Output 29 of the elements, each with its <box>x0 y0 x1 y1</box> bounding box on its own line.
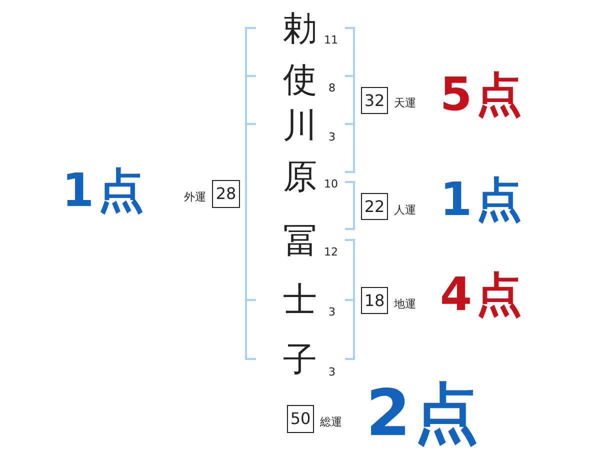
number-box: 50 <box>287 405 314 433</box>
stroke-count: 12 <box>324 246 338 258</box>
name-character: 使 <box>283 63 317 97</box>
fortune-label: 地運 <box>394 298 416 310</box>
name-character: 子 <box>283 343 317 377</box>
score-text: 5点 <box>440 71 526 117</box>
score-text: 1点 <box>62 167 148 213</box>
stroke-count: 3 <box>328 366 336 378</box>
fortune-label: 総運 <box>320 416 342 428</box>
name-character: 勅 <box>283 12 317 46</box>
fortune-label: 人運 <box>394 204 416 216</box>
number-box: 18 <box>361 287 388 314</box>
score-text: 4点 <box>440 271 526 317</box>
number-box: 28 <box>212 180 240 208</box>
number-box: 32 <box>361 87 388 114</box>
fortune-label: 天運 <box>394 98 416 108</box>
number-box: 22 <box>361 193 388 220</box>
stroke-count: 3 <box>328 132 336 142</box>
name-character: 冨 <box>283 224 317 258</box>
stroke-count: 8 <box>328 82 336 94</box>
stroke-count: 3 <box>328 306 336 318</box>
name-character: 原 <box>283 160 317 194</box>
stroke-count: 11 <box>324 34 338 46</box>
name-character: 士 <box>283 283 317 317</box>
stroke-count: 10 <box>324 178 338 190</box>
fortune-label: 外運 <box>184 192 206 202</box>
name-character: 川 <box>283 109 317 143</box>
score-text: 1点 <box>440 176 526 222</box>
score-text: 2点 <box>366 382 483 446</box>
